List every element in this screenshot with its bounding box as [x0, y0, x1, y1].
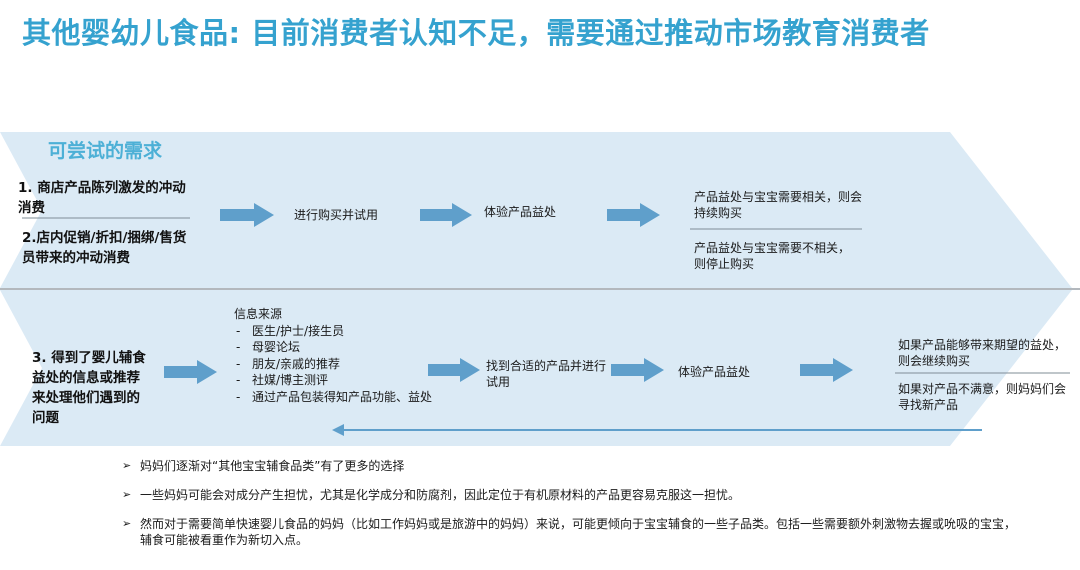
insight-bullet: ➢ 然而对于需要简单快速婴儿食品的妈妈（比如工作妈妈或是旅游中的妈妈）来说，可能… — [122, 516, 1022, 548]
row1-step-1: 进行购买并试用 — [294, 208, 379, 222]
info-source-item: 医生/护士/接生员 — [234, 323, 434, 340]
feedback-arrow-head — [332, 424, 344, 436]
row2-outcome-a: 如果产品能够带来期望的益处，则会继续购买 — [898, 338, 1067, 368]
section-label: 可尝试的需求 — [48, 140, 163, 162]
info-source-item: 朋友/亲戚的推荐 — [234, 356, 434, 373]
row2-arrow-1 — [164, 360, 217, 384]
row1-outcome-b: 产品益处与宝宝需要不相关，则停止购买 — [694, 241, 851, 271]
info-source-block: 信息来源 医生/护士/接生员 母婴论坛 朋友/亲戚的推荐 社媒/博主测评 通过产… — [234, 306, 434, 405]
info-source-item: 社媒/博主测评 — [234, 372, 434, 389]
info-source-title: 信息来源 — [234, 307, 283, 321]
row1-arrow-3 — [607, 203, 660, 227]
row2-step-2: 体验产品益处 — [678, 365, 751, 379]
insight-bullet: ➢ 妈妈们逐渐对“其他宝宝辅食品类”有了更多的选择 — [122, 458, 1022, 474]
row1-step-2: 体验产品益处 — [484, 205, 557, 219]
row2-step-1: 找到合适的产品并进行试用 — [486, 359, 607, 389]
row2-arrow-4 — [800, 358, 853, 382]
bullet-arrow-icon: ➢ — [122, 488, 132, 501]
bullet-arrow-icon: ➢ — [122, 517, 132, 530]
row1-arrow-1 — [220, 203, 274, 227]
row2-outcome-b: 如果对产品不满意，则妈妈们会寻找新产品 — [898, 382, 1067, 412]
row1-need-b: 2.店内促销/折扣/捆绑/售货员带来的冲动消费 — [22, 230, 187, 266]
row1-arrow-2 — [420, 203, 472, 227]
row1-need-a: 1. 商店产品陈列激发的冲动消费 — [18, 180, 186, 216]
insight-text: 一些妈妈可能会对成分产生担忧，尤其是化学成分和防腐剂，因此定位于有机原材料的产品… — [140, 488, 741, 502]
info-source-item: 母婴论坛 — [234, 339, 434, 356]
insight-bullet: ➢ 一些妈妈可能会对成分产生担忧，尤其是化学成分和防腐剂，因此定位于有机原材料的… — [122, 487, 1022, 503]
insight-bullets: ➢ 妈妈们逐渐对“其他宝宝辅食品类”有了更多的选择 ➢ 一些妈妈可能会对成分产生… — [122, 458, 1022, 561]
insight-text: 妈妈们逐渐对“其他宝宝辅食品类”有了更多的选择 — [140, 459, 405, 473]
bullet-arrow-icon: ➢ — [122, 459, 132, 472]
top-chevron-band — [0, 132, 1072, 288]
insight-text: 然而对于需要简单快速婴儿食品的妈妈（比如工作妈妈或是旅游中的妈妈）来说，可能更倾… — [140, 517, 1017, 547]
row2-arrow-2 — [428, 358, 480, 382]
page-title: 其他婴幼儿食品: 目前消费者认知不足，需要通过推动市场教育消费者 — [22, 16, 930, 50]
row1-outcome-a: 产品益处与宝宝需要相关，则会持续购买 — [694, 190, 863, 220]
info-source-list: 医生/护士/接生员 母婴论坛 朋友/亲戚的推荐 社媒/博主测评 通过产品包装得知… — [234, 323, 434, 406]
row2-need: 3. 得到了婴儿辅食益处的信息或推荐来处理他们遇到的问题 — [32, 350, 146, 426]
row2-arrow-3 — [611, 358, 664, 382]
info-source-item: 通过产品包装得知产品功能、益处 — [234, 389, 442, 406]
